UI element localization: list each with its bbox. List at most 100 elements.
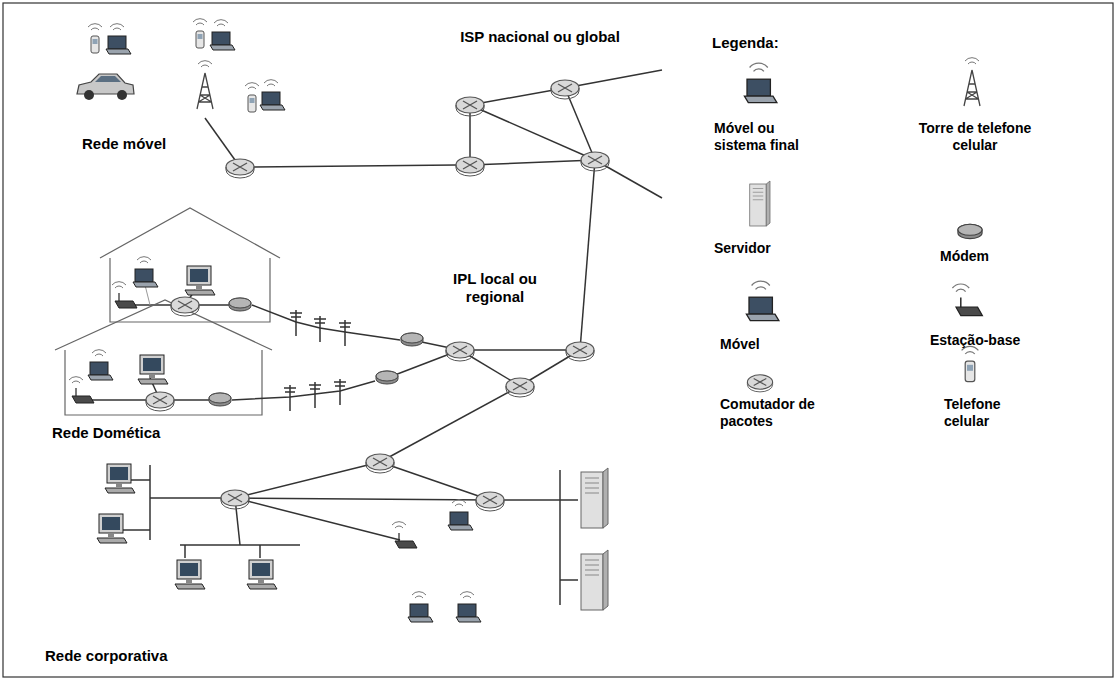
link-line bbox=[184, 545, 186, 558]
region-label-box: Rede Domética bbox=[52, 424, 212, 442]
laptop-base bbox=[210, 45, 235, 50]
laptop-icon bbox=[744, 63, 777, 102]
server-slot bbox=[585, 483, 599, 484]
wireless-waves bbox=[965, 58, 979, 64]
network-region: Rede móvel bbox=[68, 8, 308, 203]
packet-switch-icon bbox=[581, 152, 609, 171]
link-line bbox=[145, 285, 150, 305]
switch-body bbox=[366, 454, 394, 470]
wireless-waves bbox=[952, 284, 969, 292]
region-fill bbox=[355, 317, 666, 451]
switch-side bbox=[221, 498, 249, 509]
desktop-icon bbox=[97, 514, 127, 543]
car-icon bbox=[77, 74, 134, 100]
link-line bbox=[470, 105, 595, 160]
keyboard bbox=[247, 584, 277, 589]
pole-stroke bbox=[284, 385, 296, 411]
modem-icon bbox=[229, 298, 251, 311]
desktop-icon bbox=[105, 464, 135, 493]
keyboard bbox=[105, 488, 135, 493]
switch-body bbox=[566, 342, 594, 358]
server-side bbox=[603, 468, 608, 528]
laptop-icon bbox=[106, 24, 131, 54]
laptop-screen bbox=[212, 32, 230, 45]
base-antenna bbox=[118, 293, 119, 301]
packet-switch-icon bbox=[456, 97, 484, 116]
monitor-stand bbox=[186, 579, 192, 583]
base-station-icon bbox=[392, 522, 417, 548]
region-outline bbox=[68, 8, 308, 203]
server-case bbox=[581, 472, 603, 528]
monitor-screen bbox=[180, 563, 198, 576]
network-region: Rede corporativa bbox=[5, 440, 673, 681]
link-line bbox=[380, 462, 490, 500]
laptop-icon bbox=[88, 350, 113, 380]
link-line bbox=[559, 470, 561, 605]
switch-side bbox=[506, 386, 534, 397]
modem-top bbox=[376, 371, 398, 381]
laptop-icon bbox=[448, 500, 473, 530]
monitor-screen bbox=[110, 467, 128, 480]
cell-phone-icon bbox=[962, 346, 979, 381]
monitor-stand bbox=[116, 483, 122, 487]
server-slot bbox=[585, 488, 599, 489]
packet-switch-icon bbox=[366, 454, 394, 473]
link-line bbox=[470, 160, 595, 165]
legend-text: Comutador de pacotes bbox=[720, 396, 830, 430]
server-slot bbox=[585, 478, 599, 479]
switch-side bbox=[456, 165, 484, 176]
desktop-icon bbox=[138, 355, 168, 384]
wireless-waves bbox=[137, 257, 151, 263]
switch-body bbox=[226, 159, 254, 175]
laptop-base bbox=[133, 282, 158, 287]
wireless-waves bbox=[214, 20, 228, 26]
laptop-icon bbox=[133, 257, 158, 287]
laptop-icon bbox=[746, 281, 779, 320]
wireless-waves bbox=[752, 281, 770, 289]
legend-text-box: Torre de telefone celular bbox=[900, 120, 1050, 154]
laptop-screen bbox=[747, 79, 770, 96]
server-icon bbox=[581, 550, 608, 610]
legend-text-box: Módem bbox=[940, 248, 1040, 265]
legend-text: Telefone celular bbox=[944, 396, 1044, 430]
switch-side bbox=[566, 350, 594, 361]
phone-screen bbox=[198, 34, 203, 39]
wireless-waves bbox=[245, 83, 259, 89]
wireless-waves bbox=[193, 19, 207, 25]
server-slot bbox=[585, 493, 599, 494]
modem-top bbox=[958, 224, 982, 235]
region-fill bbox=[7, 446, 672, 681]
laptop-icon bbox=[456, 592, 481, 622]
wireless-waves bbox=[198, 61, 212, 67]
wireless-waves bbox=[460, 592, 474, 598]
house-outline bbox=[55, 300, 272, 415]
switch-side bbox=[581, 160, 609, 171]
modem-top bbox=[229, 298, 251, 308]
link-line bbox=[560, 579, 578, 581]
car-wheel bbox=[84, 90, 94, 100]
monitor bbox=[140, 355, 164, 374]
utility-pole bbox=[309, 382, 321, 408]
utility-pole bbox=[339, 320, 351, 346]
network-region: ISP nacional ou global bbox=[415, 26, 667, 212]
monitor-screen bbox=[252, 563, 270, 576]
modem-icon bbox=[401, 333, 423, 346]
laptop-base bbox=[106, 49, 131, 54]
car-window bbox=[95, 76, 121, 82]
monitor bbox=[107, 464, 131, 483]
wireless-waves bbox=[412, 592, 426, 598]
keyboard bbox=[175, 584, 205, 589]
link-line bbox=[254, 165, 456, 167]
switch-side bbox=[476, 500, 504, 511]
desktop-icon bbox=[175, 560, 205, 589]
switch-arrows bbox=[463, 101, 477, 109]
laptop-screen bbox=[135, 269, 153, 282]
switch-body bbox=[221, 490, 249, 506]
modem-icon bbox=[958, 224, 982, 238]
switch-body bbox=[747, 375, 772, 389]
pole-stroke bbox=[314, 316, 326, 342]
legend-text-box: Comutador de pacotes bbox=[720, 396, 830, 430]
monitor-stand bbox=[258, 579, 264, 583]
link-line bbox=[469, 105, 471, 165]
region-label: Rede corporativa bbox=[45, 647, 225, 665]
